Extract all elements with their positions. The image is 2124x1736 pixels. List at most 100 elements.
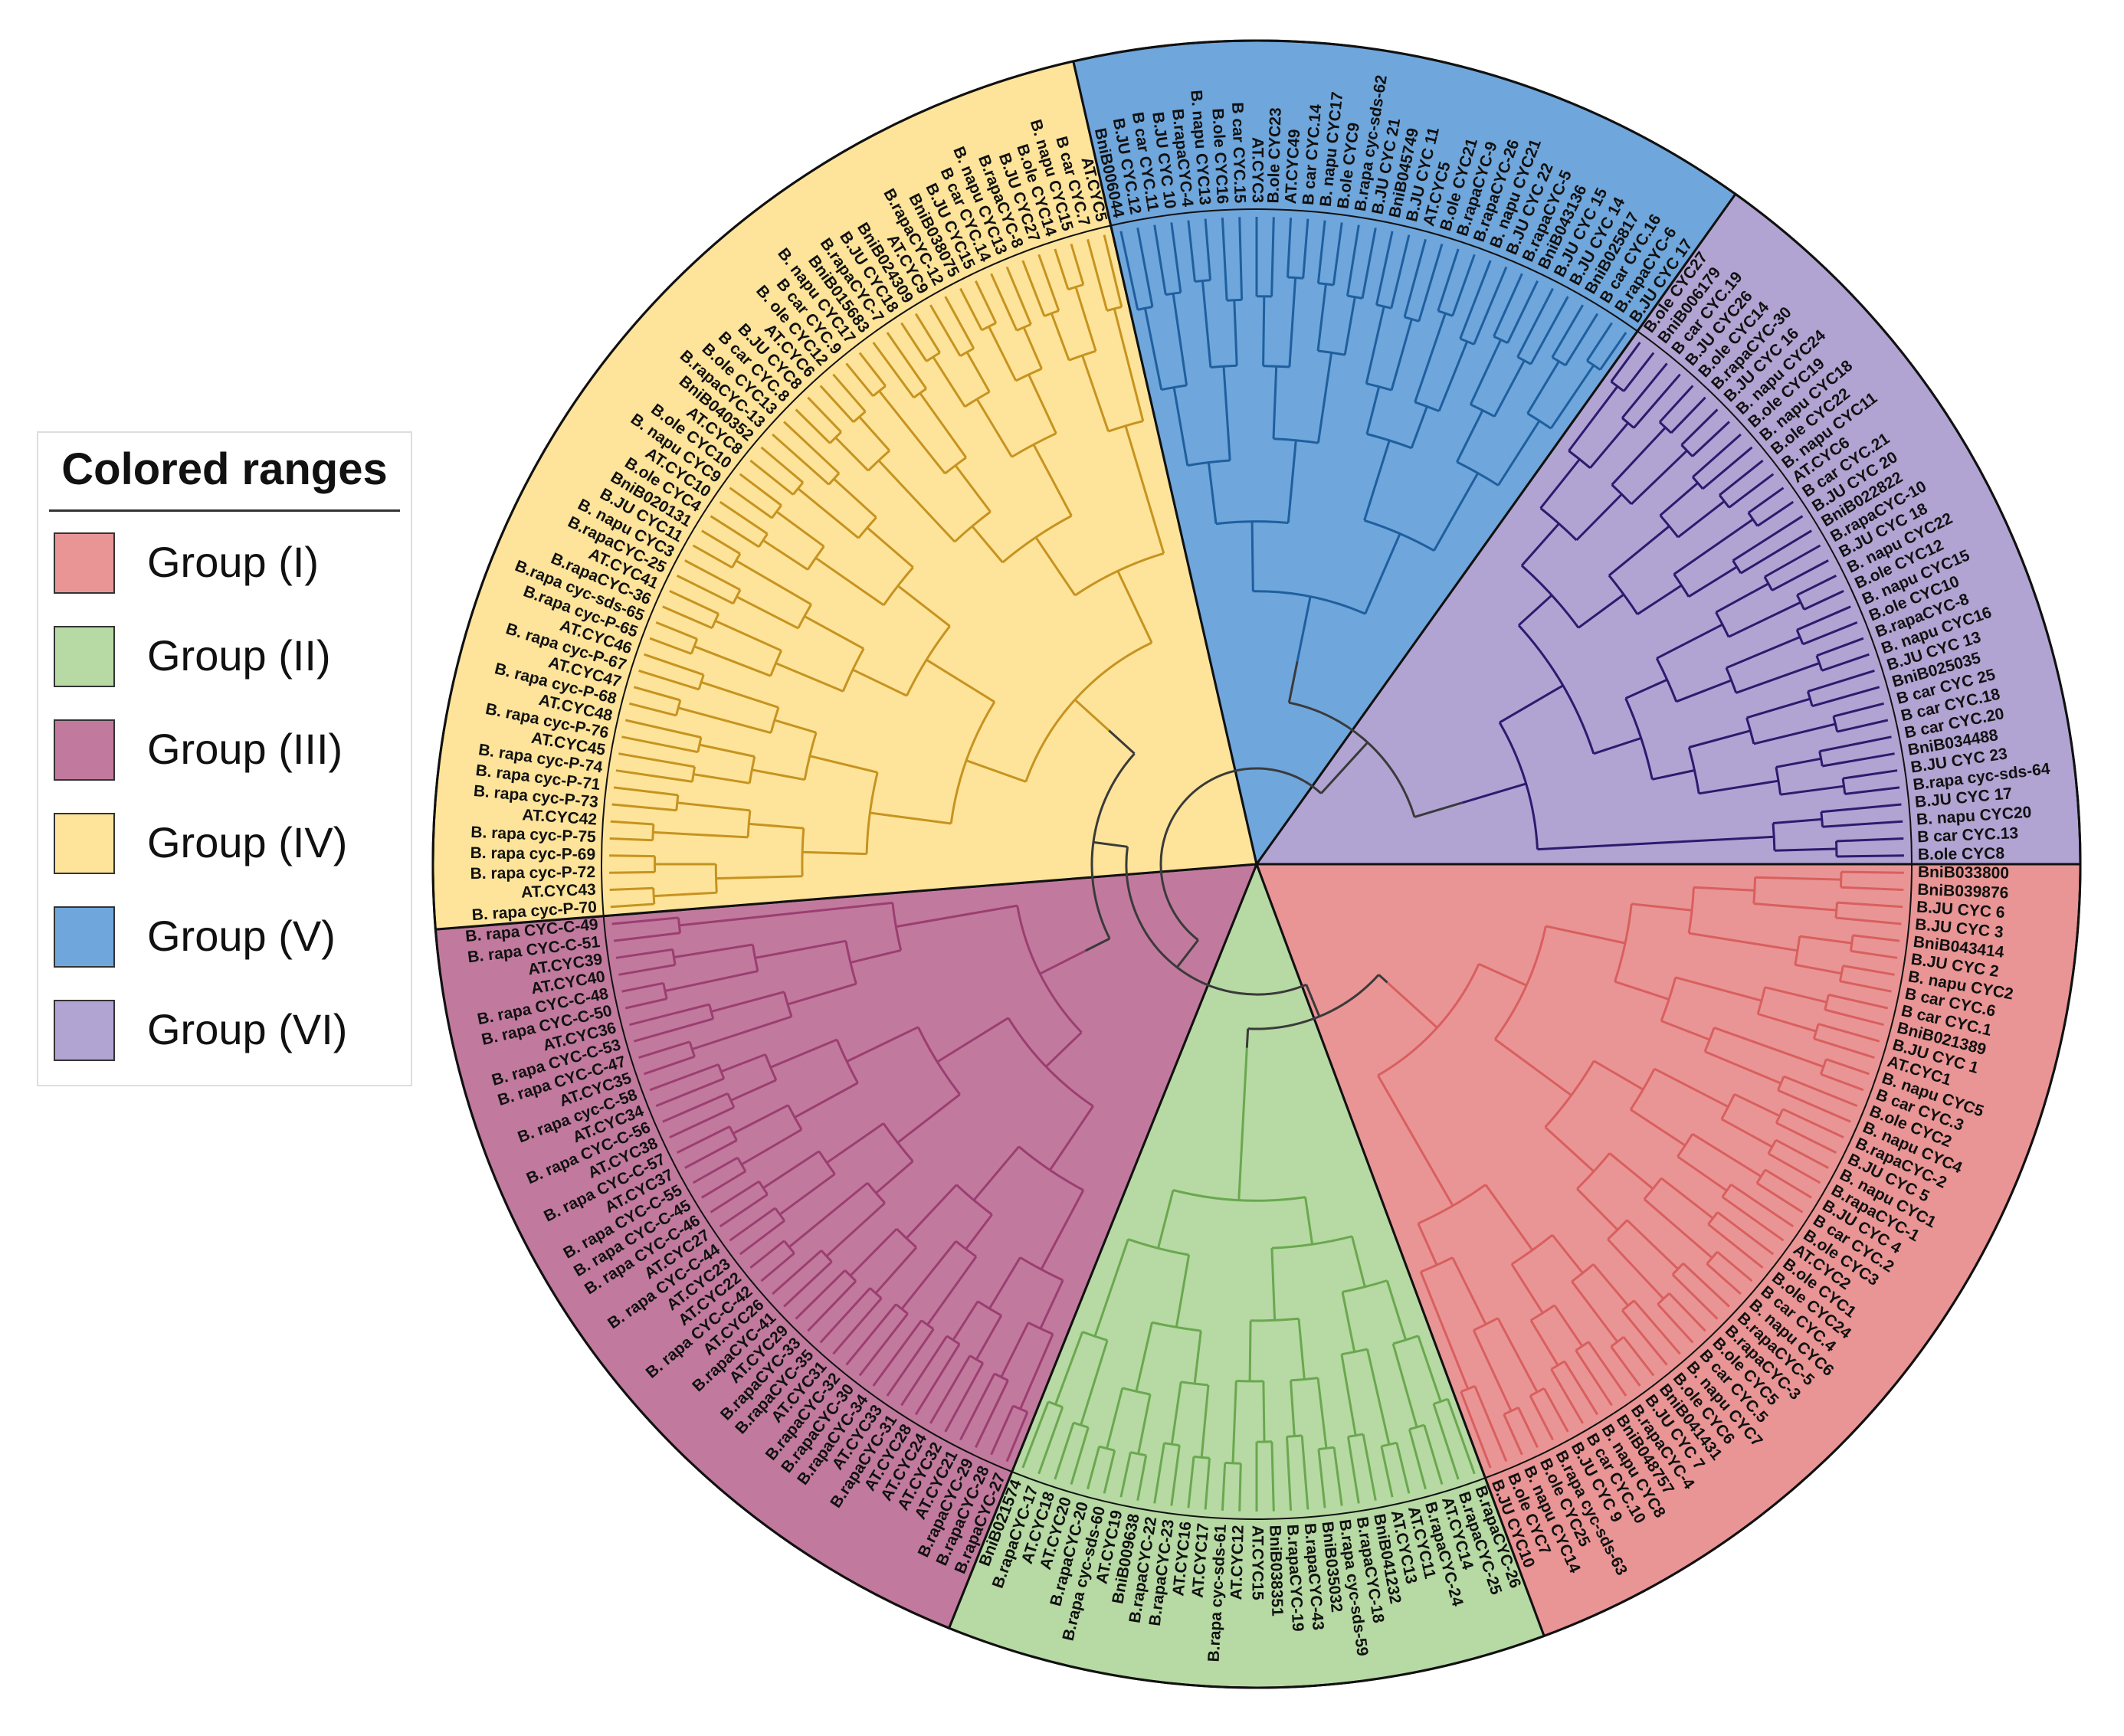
branch-arc [1392,1335,1419,1345]
branch-stem [621,735,699,754]
branch-stem [1045,1031,1083,1068]
branch-stem [1753,722,1836,745]
branch-stem [872,342,915,398]
branch-arc [981,322,997,332]
branch-arc [1544,1060,1595,1128]
branch-stem [1740,529,1812,575]
branch-arc [728,1125,738,1142]
branch-stem [1607,1238,1665,1300]
branch-stem [809,755,878,774]
leaf-label: AT.CYC43 [521,881,596,902]
branch-stem [1764,544,1821,578]
leaf-label: BniB038351 [1266,1525,1286,1616]
branch-stem [1765,986,1827,1004]
branch-stem [1529,1395,1554,1441]
branch-arc [1341,1348,1368,1356]
branch-stem [749,822,804,830]
branch-stem [1116,570,1153,644]
legend-label-group-5: Group (V) [147,912,336,960]
branch-stem [1821,653,1870,672]
branch-stem [699,743,756,758]
branch-arc [865,771,879,854]
branch-stem [1366,1348,1391,1445]
branch-arc [1099,1445,1116,1452]
branch-stem [1408,1429,1427,1490]
branch-stem [874,1246,918,1295]
branch-stem [866,526,914,568]
branch-arc [1550,1360,1565,1371]
branch-stem [1539,458,1581,509]
branch-stem [802,850,867,856]
branch-stem [795,1269,846,1320]
branch-stem [1049,1105,1094,1171]
branch-stem [1346,1436,1360,1504]
branch-stem [900,322,928,362]
branch-stem [1768,1152,1821,1184]
branch-arc [1614,903,1633,982]
branch-stem [1361,228,1377,299]
branch-arc [1841,778,1847,794]
branch-arc [1271,1235,1352,1250]
branch-stem [1799,935,1852,945]
branch-stem [1542,1387,1569,1433]
branch-stem [1833,702,1884,718]
branch-stem [1608,525,1670,577]
branch-stem [633,686,681,702]
branch-arc [1745,717,1755,745]
branch-stem [1172,387,1189,466]
branch-stem [1054,248,1070,290]
legend-swatch-group-1 [54,532,115,594]
branch-stem [1170,1445,1181,1506]
branch-stem [819,1287,871,1344]
branch-stem [624,719,702,739]
branch-stem [733,1104,789,1135]
branch-stem [1836,837,1904,843]
branch-stem [1842,769,1898,780]
branch-stem [1840,980,1892,993]
branch-stem [1671,1273,1719,1320]
branch-stem [1713,1026,1824,1068]
branch-stem [1153,224,1167,295]
branch-stem [1316,1377,1328,1449]
branch-stem [886,332,928,390]
branch-stem [1660,1177,1714,1220]
backbone-stem [1378,974,1388,984]
branch-arc [1342,1279,1388,1293]
branch-stem [1432,1404,1460,1480]
branch-stem [795,408,831,444]
branch-stem [1351,1236,1366,1288]
branch-stem [1238,217,1244,300]
branch-stem [852,668,908,697]
branch-stem [975,280,998,324]
branch-stem [1756,500,1795,527]
branch-stem [1423,1424,1444,1485]
branch-arc [651,824,655,840]
branch-arc [1707,1211,1719,1225]
outer-ring-border [431,39,2082,1689]
branch-stem [1200,1384,1210,1458]
leaf-label: B car CYC.15 [1228,102,1248,204]
branch-stem [872,1319,923,1387]
branch-stem [1706,1263,1742,1295]
branch-stem [1365,306,1385,385]
branch-stem [1302,218,1309,279]
branch-stem [832,1297,883,1355]
clade-root-stem [1461,782,1527,804]
inner-ring-border [600,208,1913,1520]
branch-stem [1040,1189,1085,1270]
branch-stem [849,1227,898,1277]
branch-stem [1286,1436,1293,1511]
branch-stem [1677,500,1726,539]
branch-stem [1676,679,1732,703]
branch-stem [677,801,751,812]
branch-stem [1050,313,1070,361]
branch-stem [1270,1441,1275,1512]
branch-stem [965,1214,993,1250]
branch-arc [1812,1024,1820,1040]
branch-stem [1730,1183,1795,1228]
branch-stem [778,1173,836,1216]
branch-stem [1250,521,1254,591]
branch-arc [782,991,793,1017]
branch-stem [1403,238,1427,318]
branch-arc [1608,575,1639,615]
